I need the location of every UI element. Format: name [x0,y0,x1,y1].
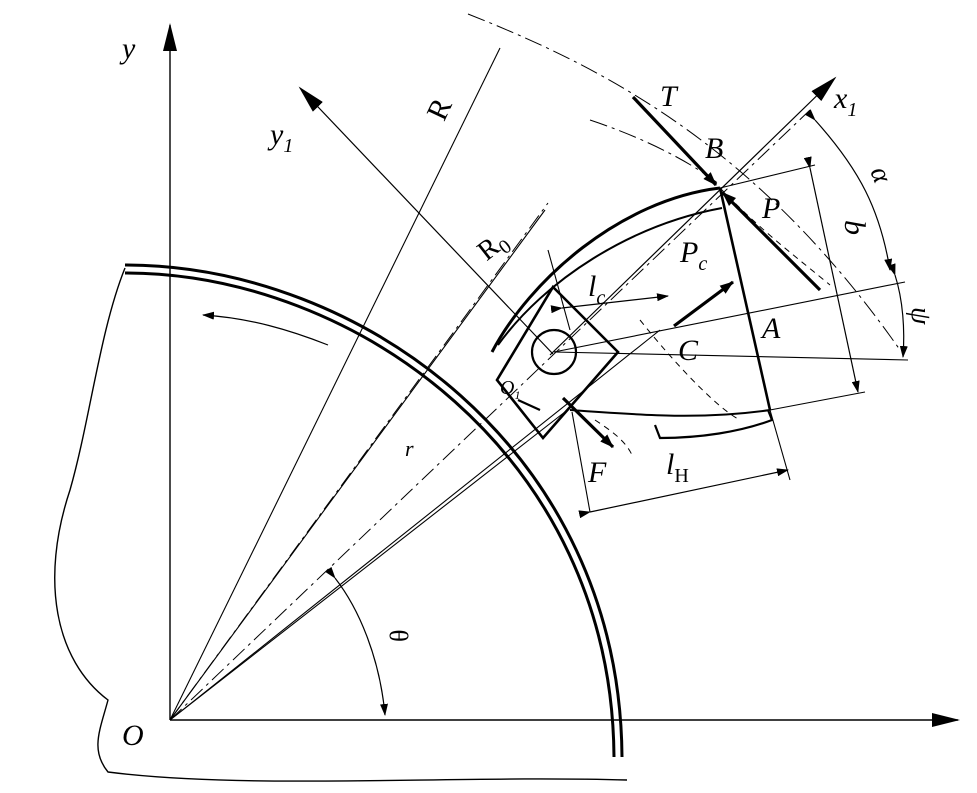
force-P-head [722,192,736,206]
label-x1: x1 [833,82,857,121]
rotation-arrow [202,311,329,346]
label-y1: y1 [267,118,293,157]
force-P-line [720,190,822,292]
force-T-arrow [631,95,718,187]
label-O: O [122,719,144,752]
label-Pc: Pc [679,236,707,275]
label-lc: lc [588,270,605,309]
shoe-outer-curve [490,186,721,353]
line-bottom-b [769,391,866,411]
body-outline [54,267,628,782]
arc-R [467,13,901,351]
ray-to-f [169,407,571,721]
label-P: P [761,192,780,225]
line-A-psi [553,281,906,353]
label-R: R [420,93,458,125]
radius-R-line [169,47,501,721]
label-C: C [678,334,699,367]
label-R0: R0 [472,225,516,270]
label-F: F [587,456,607,489]
dim-alpha [804,109,893,271]
dim-psi [887,263,908,358]
line-B-alpha [719,164,816,189]
label-r: r [405,436,414,461]
dim-lH [578,468,789,519]
label-A: A [760,312,781,345]
shoe-pad [653,409,774,440]
label-alpha: α [863,162,898,188]
label-psi: ψ [905,307,936,325]
dashed-helper-3 [594,419,633,456]
pivot-block [495,284,620,441]
label-T: T [660,80,679,113]
ray-dashdot-r0 [169,202,549,721]
line-lc-left [547,249,571,331]
pivot-dash [517,398,541,412]
label-y: y [119,32,136,65]
dashed-helper-2 [639,319,741,421]
ray-to-c [169,329,661,721]
label-theta: θ [385,630,414,642]
line-lH-right [769,409,791,481]
label-B: B [705,132,723,165]
shoe-inner-curve [497,207,723,346]
arc-R0 [589,119,721,186]
outer-rim-arc [124,263,624,758]
shoe-back-edge [718,187,772,411]
line-to-C [553,351,909,361]
ray-to-b [169,209,546,721]
inner-rim-arc [124,271,616,758]
label-lH: lH [666,448,689,487]
dim-theta [325,566,388,716]
force-F-arrow [561,396,615,449]
label-b: b [838,220,871,235]
force-Pc-arrow [673,280,734,328]
y1-axis [298,86,554,355]
shoe-bottom-curve [569,409,771,417]
label-O1: O1 [500,377,520,402]
dim-lc [550,293,669,314]
